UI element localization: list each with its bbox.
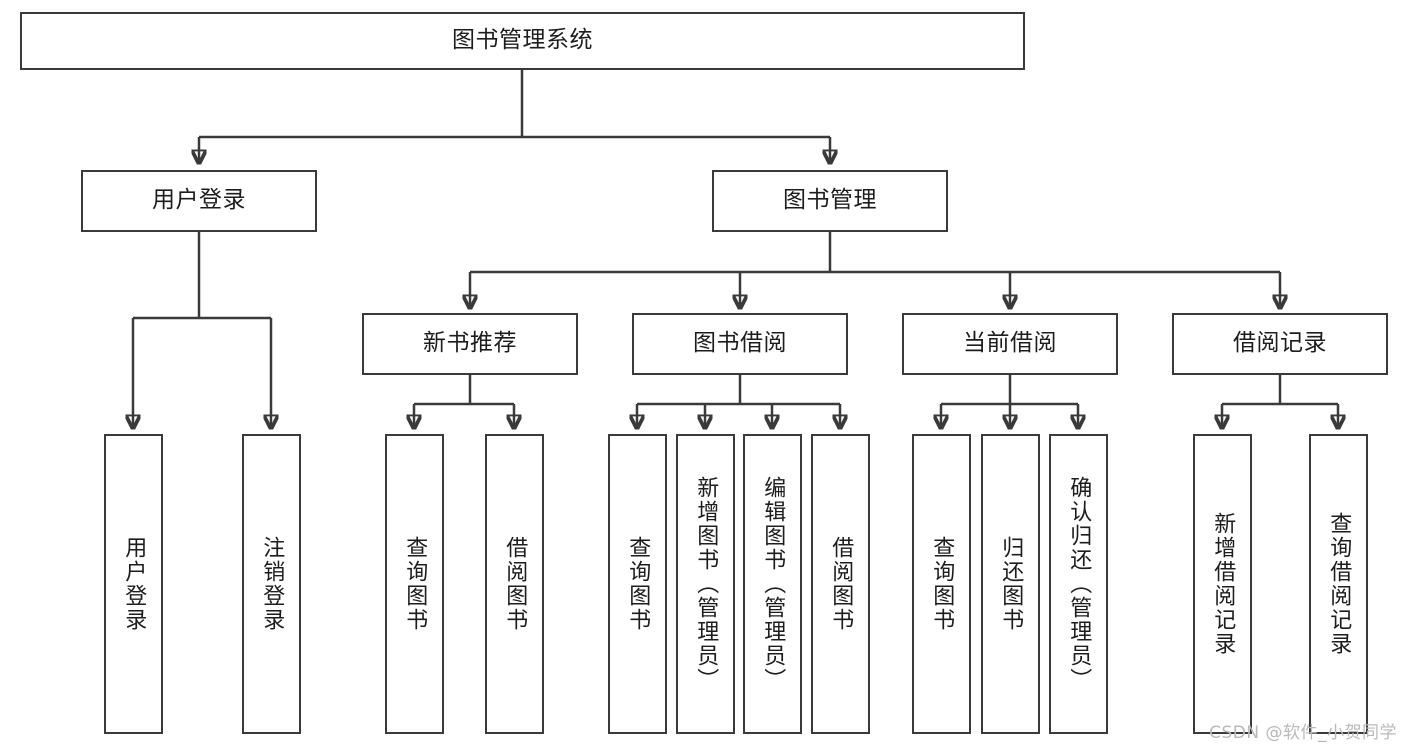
leaf-return-book[interactable]: 归还图书 [981,434,1040,734]
leaf-edit-book-label: 编辑图书（管理员） [760,476,786,692]
node-borrow-record-label: 借阅记录 [1233,330,1327,357]
leaf-add-record-label: 新增借阅记录 [1210,512,1236,656]
leaf-user-login-label: 用户登录 [121,536,147,632]
node-user-login-label: 用户登录 [152,187,246,214]
csdn-watermark: CSDN @软件_小贺同学 [1209,723,1397,743]
leaf-query-book-3[interactable]: 查询图书 [912,434,971,734]
node-book-manage[interactable]: 图书管理 [712,170,948,232]
leaf-edit-book[interactable]: 编辑图书（管理员） [743,434,802,734]
leaf-user-logout-label: 注销登录 [259,536,285,632]
leaf-query-book-2-label: 查询图书 [625,536,651,632]
node-user-login[interactable]: 用户登录 [81,170,317,232]
leaf-query-record-label: 查询借阅记录 [1326,512,1352,656]
leaf-query-book-2[interactable]: 查询图书 [608,434,667,734]
node-new-book-rec[interactable]: 新书推荐 [362,313,578,375]
node-book-borrow[interactable]: 图书借阅 [632,313,848,375]
node-root-label: 图书管理系统 [452,27,593,54]
leaf-query-book-3-label: 查询图书 [929,536,955,632]
leaf-add-book-label: 新增图书（管理员） [693,476,719,692]
leaf-borrow-book-2[interactable]: 借阅图书 [811,434,870,734]
node-book-borrow-label: 图书借阅 [693,330,787,357]
leaf-confirm-return-label: 确认归还（管理员） [1066,476,1092,692]
leaf-add-book[interactable]: 新增图书（管理员） [676,434,735,734]
leaf-add-record[interactable]: 新增借阅记录 [1193,434,1252,734]
leaf-borrow-book-1[interactable]: 借阅图书 [485,434,544,734]
node-borrow-record[interactable]: 借阅记录 [1172,313,1388,375]
leaf-user-logout[interactable]: 注销登录 [242,434,301,734]
leaf-borrow-book-1-label: 借阅图书 [502,536,528,632]
node-new-book-rec-label: 新书推荐 [423,330,517,357]
leaf-query-book-1[interactable]: 查询图书 [385,434,444,734]
node-current-borrow[interactable]: 当前借阅 [902,313,1118,375]
node-current-borrow-label: 当前借阅 [963,330,1057,357]
leaf-query-record[interactable]: 查询借阅记录 [1309,434,1368,734]
leaf-user-login[interactable]: 用户登录 [104,434,163,734]
leaf-confirm-return[interactable]: 确认归还（管理员） [1049,434,1108,734]
leaf-borrow-book-2-label: 借阅图书 [828,536,854,632]
node-root[interactable]: 图书管理系统 [20,12,1025,70]
node-book-manage-label: 图书管理 [783,187,877,214]
leaf-return-book-label: 归还图书 [998,536,1024,632]
leaf-query-book-1-label: 查询图书 [402,536,428,632]
